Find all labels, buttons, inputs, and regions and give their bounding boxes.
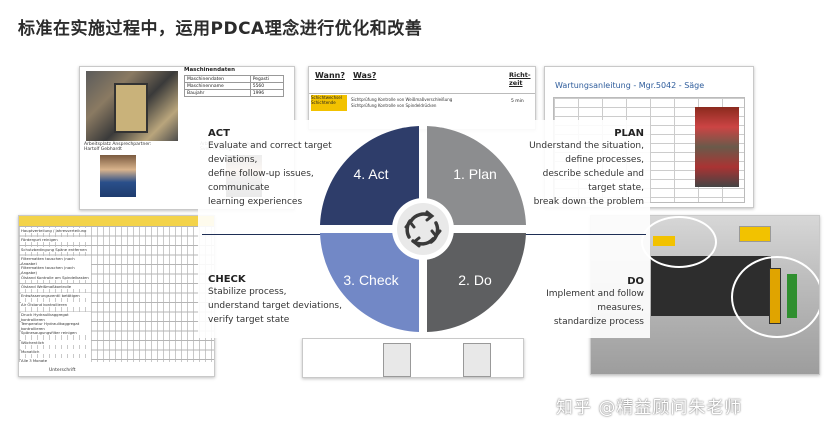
act-title: ACT (208, 128, 230, 139)
pdca-wheel: 4. Act 1. Plan 3. Check 2. Do (320, 126, 526, 332)
checklist-item: Filtermatten tauschen (nach Angabe) (21, 255, 91, 266)
check-title: CHECK (208, 274, 246, 285)
manual-title: Wartungsanleitung - Mgr.5042 - Säge (555, 81, 705, 90)
do-body: Implement and follow measures, standardi… (546, 289, 644, 327)
act-quadrant (320, 126, 419, 225)
col-was: Was? (353, 71, 377, 80)
divider-left (202, 234, 334, 235)
do-label: 2. Do (458, 272, 492, 288)
plan-quadrant (427, 126, 526, 225)
yellow-label (739, 226, 771, 242)
checklist-item: Monatlich (21, 348, 91, 354)
checklist-item: Air Ölstand kontrollieren (21, 302, 91, 308)
checklist-item: Hauptverteilung / Jahresverteilung (21, 228, 91, 233)
contact-caption-left: Arbeitsplatz Ansprechpartner: Hartolf Ge… (84, 142, 152, 152)
checklist-item: Schutzbedingung Späne entfernen (21, 246, 91, 252)
schedule-row-time: 5 min (511, 99, 524, 104)
schedule-row-items: Sichtprüfung Kontrolle von Weißmaßversch… (351, 97, 453, 108)
checklist-item: Fördergurt reinigen (21, 237, 91, 243)
cycle-arrows-icon (404, 210, 442, 248)
checklist-item: Ölstand Kontrolle am Spindelkasten (21, 274, 91, 280)
checklist-item: Druck Hydraulikaggregat kontrollieren (21, 311, 91, 322)
wheel-center-disk (397, 203, 449, 255)
page-title: 标准在实施过程中，运用PDCA理念进行优化和改善 (18, 19, 423, 39)
col-richtzeit: Richt-zeit (509, 71, 531, 87)
do-title: DO (627, 276, 644, 287)
tag-box (383, 343, 411, 377)
highlight-circle (641, 216, 717, 268)
checklist-item: Alle 3 Monate (21, 358, 91, 364)
act-section: ACT Evaluate and correct target deviatio… (208, 128, 332, 209)
machine-photo (86, 71, 178, 141)
check-quadrant (320, 233, 419, 332)
schedule-sheet-bottom (302, 338, 524, 378)
checklist-item: Entwässerungsventil betätigen (21, 293, 91, 299)
plan-section: PLAN Understand the situation, define pr… (529, 128, 644, 209)
checklist-item: Ölstand Weißmaßkontrolle (21, 283, 91, 289)
checklist-header (19, 216, 214, 226)
manual-photos (695, 107, 739, 187)
checklist-footer: Unterschrift (49, 368, 76, 373)
act-body: Evaluate and correct target deviations, … (208, 141, 332, 207)
plan-title: PLAN (614, 128, 644, 139)
contact-photo-left (100, 155, 136, 197)
watermark: 知乎 @精益顾问朱老师 (556, 398, 743, 418)
checklist-item: Temperatur Hydraulikaggregat kontrollier… (21, 321, 91, 331)
maintenance-schedule-sheet: Wann? Was? Richt-zeit Schichtwechsel Sch… (308, 66, 536, 130)
check-body: Stabilize process, understand target dev… (208, 287, 342, 325)
pdca-card: ACT Evaluate and correct target deviatio… (198, 120, 650, 338)
schedule-header: Wann? Was? Richt-zeit (309, 67, 535, 94)
act-label: 4. Act (353, 166, 388, 182)
checklist-item: Spänesaugungsfilter reinigen (21, 330, 91, 336)
machine-sheet-title: Maschinendaten (184, 67, 236, 73)
do-section: DO Implement and follow measures, standa… (546, 276, 644, 329)
highlight-circle (731, 256, 819, 338)
divider-right (516, 234, 646, 235)
plan-body: Understand the situation, define process… (529, 141, 644, 207)
check-section: CHECK Stabilize process, understand targ… (208, 274, 342, 327)
check-label: 3. Check (343, 272, 399, 288)
plan-label: 1. Plan (453, 166, 497, 182)
checklist-item: Filtermatten tauschen (nach Angabe) (21, 265, 91, 276)
schedule-row-label: Schichtwechsel Schichtende (311, 95, 347, 111)
checklist-item: Wöchentlich (21, 339, 91, 345)
col-wann: Wann? (315, 71, 345, 80)
tag-box (463, 343, 491, 377)
do-quadrant (427, 233, 526, 332)
